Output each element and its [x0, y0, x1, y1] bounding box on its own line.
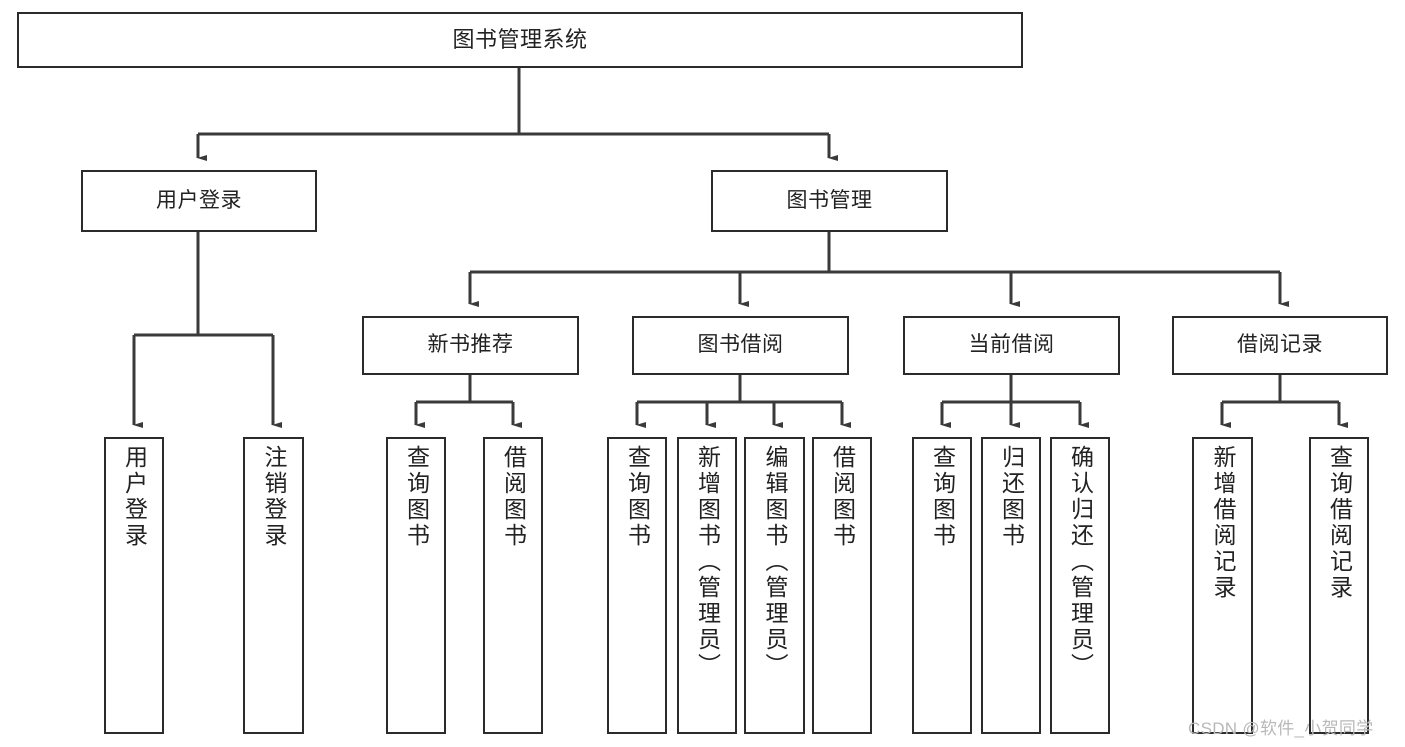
node-label: 归还图书 [998, 445, 1025, 549]
leaf-borrow-book-new-book[interactable]: 借阅图书 [483, 437, 543, 734]
node-label: 新书推荐 [427, 333, 514, 357]
node-label: 借阅图书 [829, 445, 856, 549]
node-label: 查询图书 [403, 445, 430, 549]
node-label: 新增图书（管理员） [694, 445, 721, 679]
leaf-user-login[interactable]: 用户登录 [104, 437, 164, 734]
node-root-book-management-system[interactable]: 图书管理系统 [17, 12, 1023, 68]
node-label: 新增借阅记录 [1210, 445, 1236, 601]
node-label: 借阅图书 [500, 445, 527, 549]
leaf-borrow-book-borrow[interactable]: 借阅图书 [812, 437, 872, 734]
node-new-book-recommend[interactable]: 新书推荐 [362, 316, 579, 375]
leaf-return-book[interactable]: 归还图书 [981, 437, 1041, 734]
node-book-borrow[interactable]: 图书借阅 [632, 316, 849, 375]
node-label: 查询借阅记录 [1326, 445, 1353, 601]
node-label: 图书管理 [786, 188, 873, 212]
leaf-logout-login[interactable]: 注销登录 [243, 437, 304, 734]
node-borrow-record[interactable]: 借阅记录 [1172, 316, 1388, 375]
leaf-query-book-borrow[interactable]: 查询图书 [607, 437, 667, 734]
leaf-query-book-new-book[interactable]: 查询图书 [386, 437, 446, 734]
leaf-edit-book-admin[interactable]: 编辑图书（管理员） [744, 437, 805, 734]
leaf-confirm-return-admin[interactable]: 确认归还（管理员） [1050, 437, 1110, 734]
node-label: 注销登录 [261, 445, 287, 549]
leaf-query-borrow-record[interactable]: 查询借阅记录 [1309, 437, 1369, 734]
node-label: 编辑图书（管理员） [762, 445, 788, 679]
node-label: 查询图书 [929, 445, 956, 549]
node-label: 图书借阅 [697, 333, 784, 357]
leaf-add-book-admin[interactable]: 新增图书（管理员） [677, 437, 737, 734]
node-label: 用户登录 [121, 445, 148, 549]
node-label: 当前借阅 [968, 333, 1055, 357]
leaf-add-borrow-record[interactable]: 新增借阅记录 [1192, 437, 1253, 734]
node-label: 借阅记录 [1237, 333, 1323, 357]
node-label: 用户登录 [156, 188, 242, 212]
node-current-borrow[interactable]: 当前借阅 [903, 316, 1120, 375]
node-book-management[interactable]: 图书管理 [711, 170, 948, 232]
node-user-login[interactable]: 用户登录 [81, 170, 317, 232]
node-label: 确认归还（管理员） [1067, 445, 1094, 679]
leaf-query-book-current[interactable]: 查询图书 [912, 437, 972, 734]
node-label: 查询图书 [624, 445, 651, 549]
node-label: 图书管理系统 [452, 27, 588, 53]
